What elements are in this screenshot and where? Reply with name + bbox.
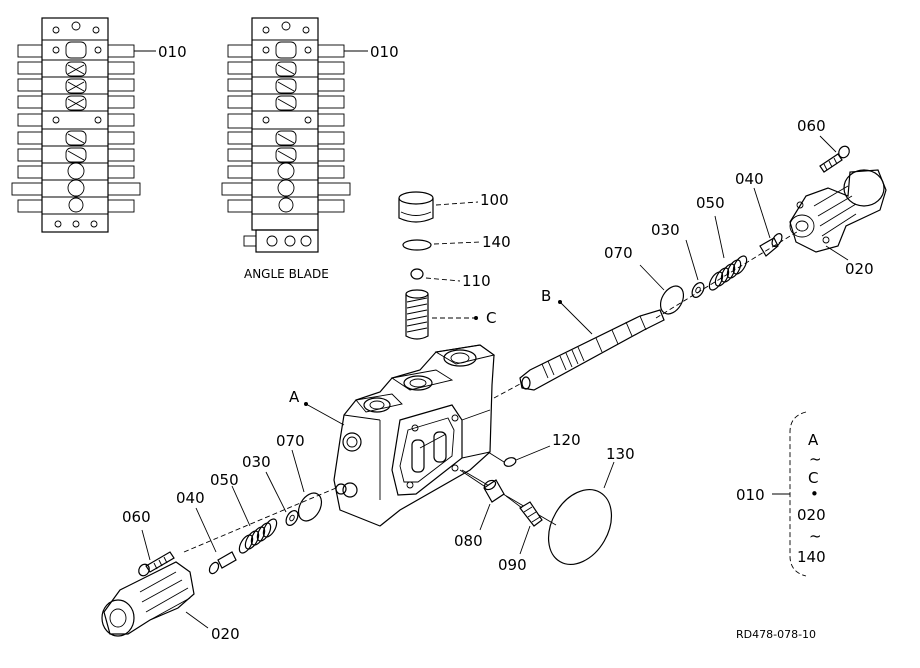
legend-A: A [808, 431, 819, 449]
legend-dot: • [810, 485, 819, 503]
valve-assembly-angle-blade [221, 17, 368, 253]
part-050-spring-right [708, 215, 748, 291]
label-010-mid: 010 [370, 43, 399, 61]
part-040-retainer-right [753, 187, 783, 257]
part-050-spring-left [231, 485, 278, 554]
label-070-right: 070 [604, 244, 633, 262]
part-030-washer-right [685, 239, 705, 298]
legend-bracket [772, 411, 807, 577]
label-050-left: 050 [210, 471, 239, 489]
part-100-cap [398, 191, 479, 223]
label-030-right: 030 [651, 221, 680, 239]
part-A-valve-body [304, 344, 496, 527]
legend-C: C [808, 469, 818, 487]
label-100: 100 [480, 191, 509, 209]
part-070-oring-left [291, 449, 323, 522]
legend-010: 010 [736, 486, 765, 504]
label-020-right: 020 [845, 260, 874, 278]
label-040-left: 040 [176, 489, 205, 507]
part-070-oring-right [639, 264, 685, 315]
part-110-ring [410, 268, 461, 282]
label-010-left: 010 [158, 43, 187, 61]
part-060-bolt-left [138, 529, 175, 577]
part-040-retainer-left [195, 507, 237, 575]
label-B: B [541, 287, 551, 305]
label-140: 140 [482, 233, 511, 251]
label-A: A [289, 388, 300, 406]
part-140-oring [402, 239, 481, 251]
label-120: 120 [552, 431, 581, 449]
legend-tilde-1: ~ [809, 450, 822, 468]
label-050-right: 050 [696, 194, 725, 212]
label-070-left: 070 [276, 432, 305, 450]
part-130-oring-large [461, 461, 615, 565]
label-080: 080 [454, 532, 483, 550]
label-020-left: 020 [211, 625, 240, 643]
axis-right [655, 229, 801, 319]
label-130: 130 [606, 445, 635, 463]
label-060-right: 060 [797, 117, 826, 135]
part-B-spool [493, 300, 665, 399]
label-040-right: 040 [735, 170, 764, 188]
drawing-reference: RD478-078-10 [736, 628, 816, 641]
part-120-ring [487, 445, 551, 467]
legend-140: 140 [797, 548, 826, 566]
label-090: 090 [498, 556, 527, 574]
axis-left [183, 487, 337, 553]
legend-020: 020 [797, 506, 826, 524]
caption-angle-blade: ANGLE BLADE [244, 267, 329, 281]
label-030-left: 030 [242, 453, 271, 471]
legend-tilde-2: ~ [809, 527, 822, 545]
label-C: C [486, 309, 496, 327]
part-020-cap-right [789, 169, 887, 261]
part-030-washer-left [265, 471, 299, 526]
part-C-spring [405, 289, 478, 340]
valve-assembly-left [11, 17, 156, 233]
part-020-cap-left [101, 561, 209, 637]
part-080-plug [459, 469, 505, 531]
part-060-bolt-right [819, 135, 850, 173]
label-060-left: 060 [122, 508, 151, 526]
label-110: 110 [462, 272, 491, 290]
part-090-screw [505, 495, 543, 555]
